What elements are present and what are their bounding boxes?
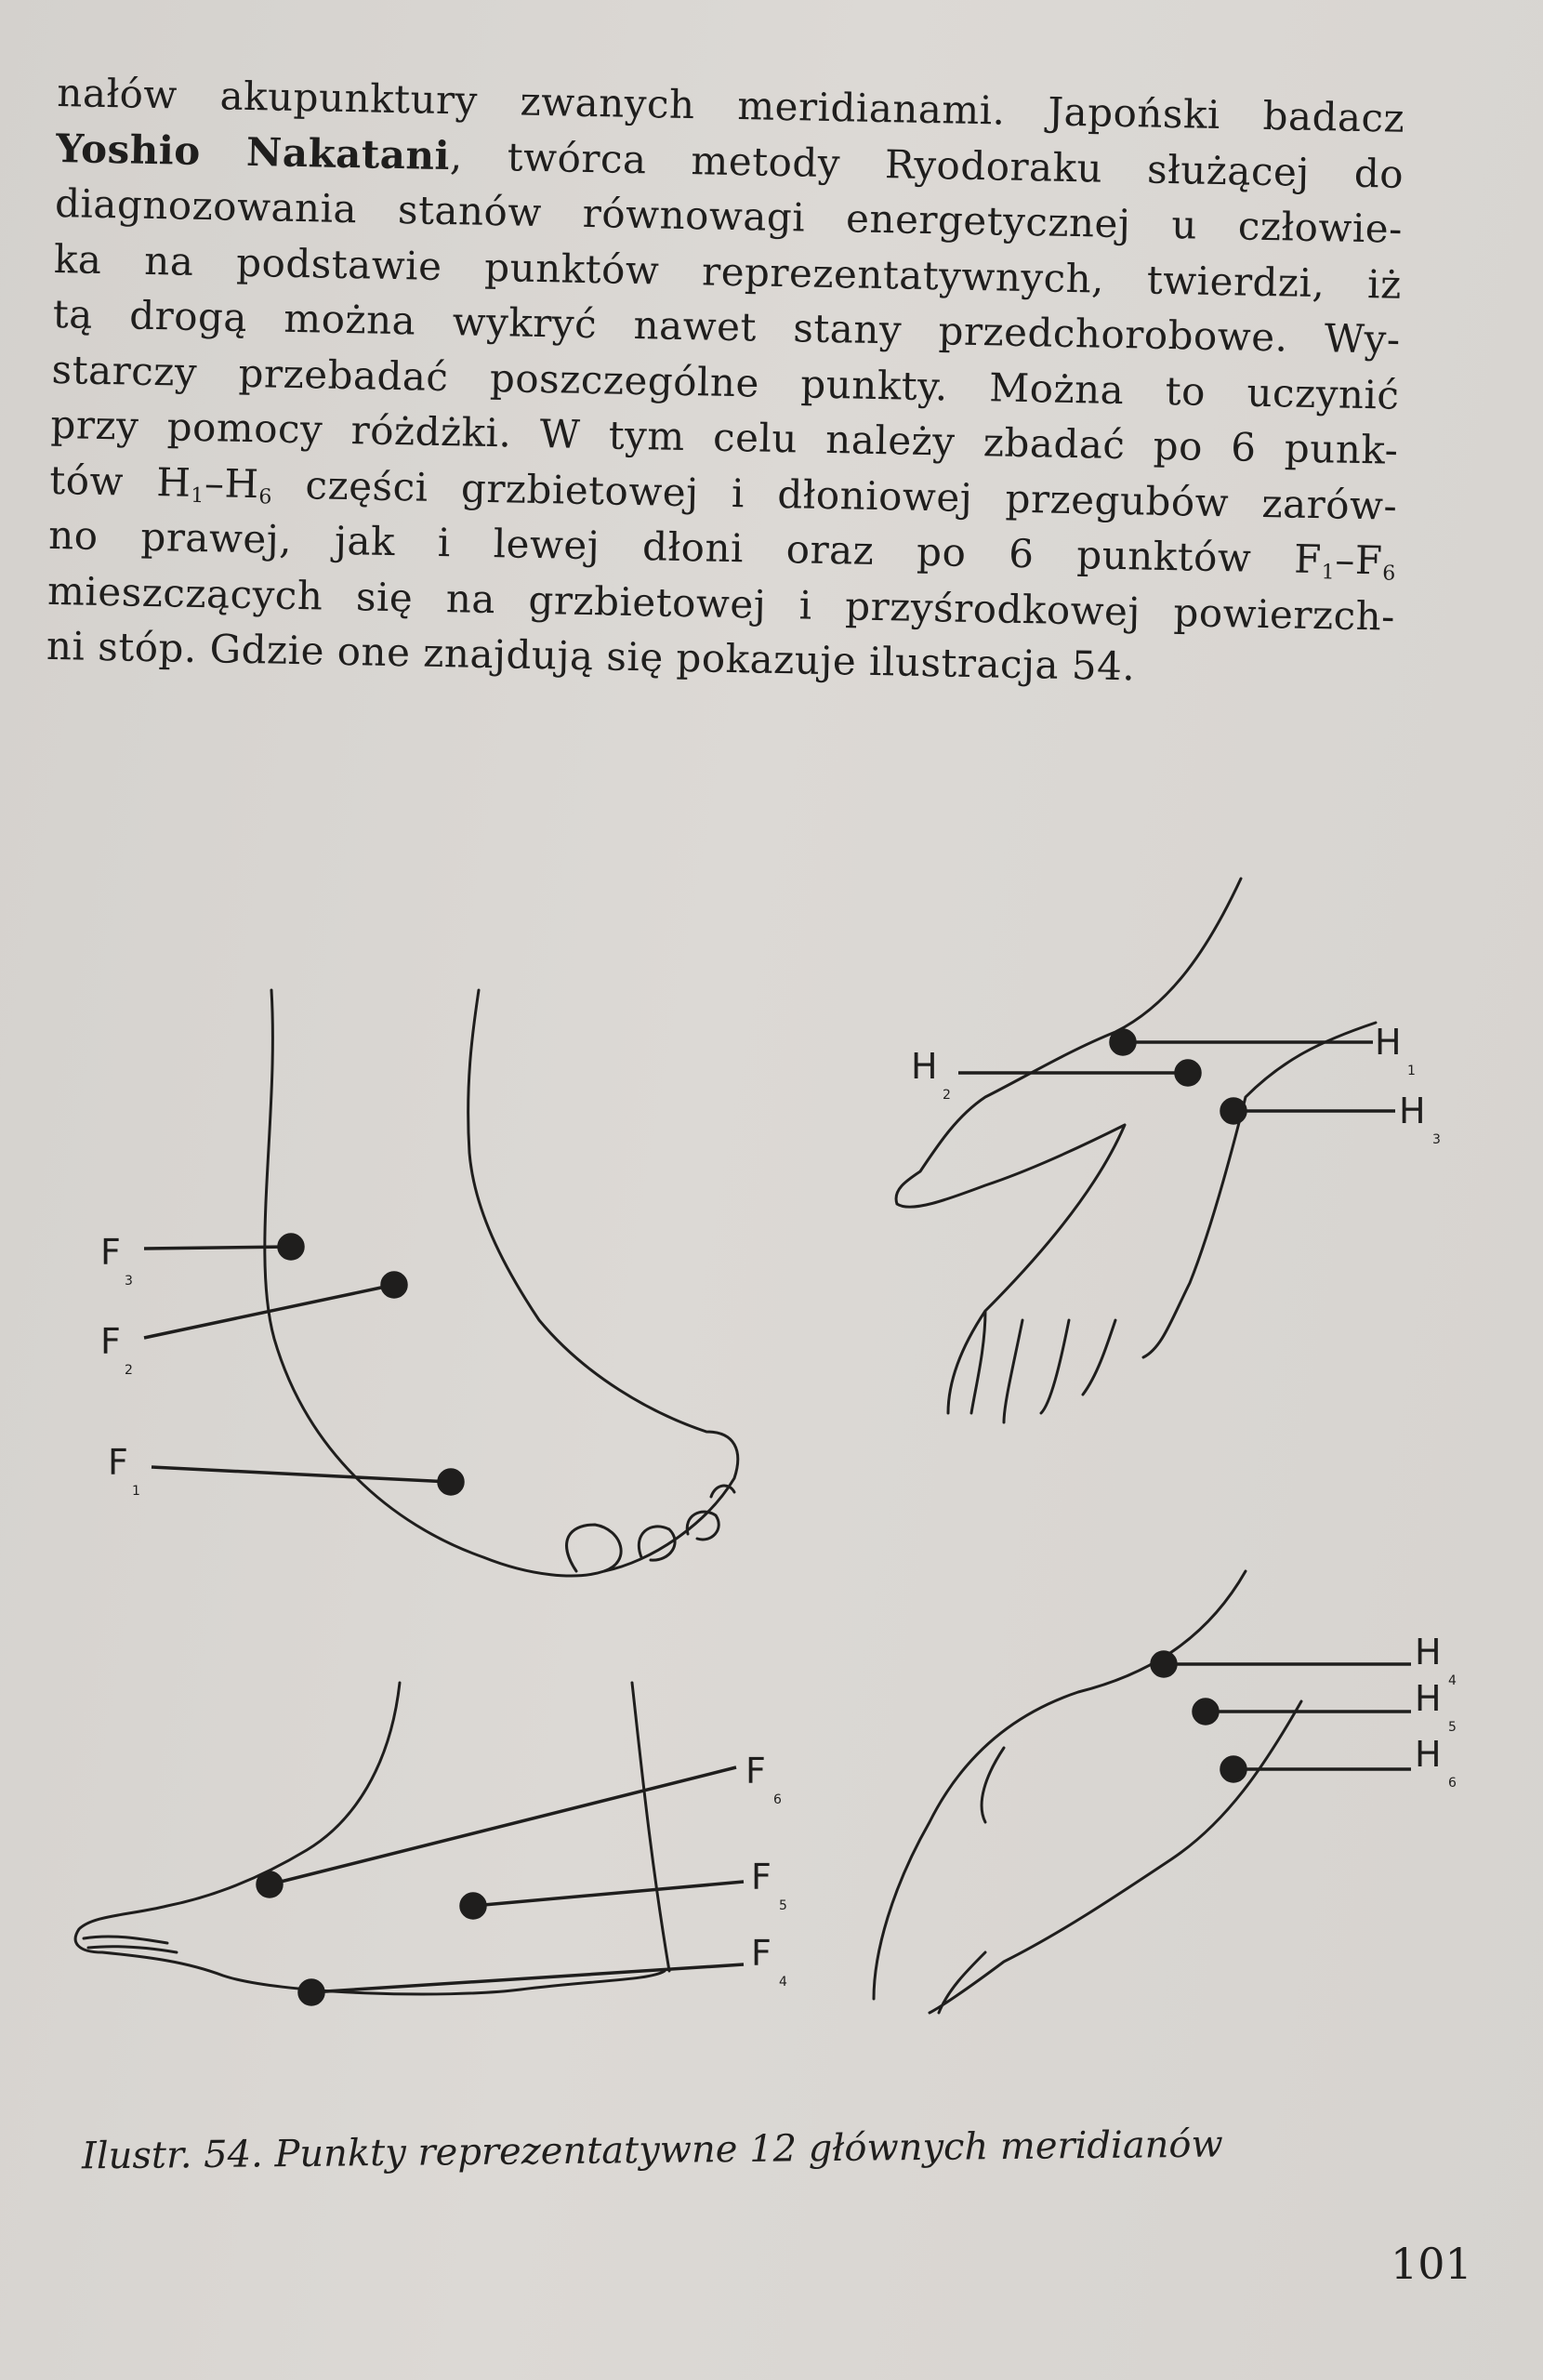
label-F6: F	[745, 1751, 766, 1792]
label-subscript: 6	[773, 1792, 782, 1807]
label-subscript: 1	[132, 1484, 140, 1499]
point-H4	[1150, 1650, 1178, 1678]
point-F1	[437, 1468, 465, 1496]
label-H6: H	[1415, 1734, 1442, 1775]
label-subscript: 5	[779, 1898, 787, 1913]
palm-hand-outline	[894, 877, 1378, 1424]
back-hand-outline	[872, 1569, 1303, 2015]
label-subscript: 2	[125, 1363, 133, 1378]
point-F6	[256, 1871, 284, 1898]
toes	[565, 1484, 736, 1573]
point-H6	[1220, 1755, 1247, 1783]
label-F1: F	[108, 1442, 128, 1483]
label-H4: H	[1415, 1632, 1442, 1673]
point-F2	[380, 1271, 408, 1299]
label-subscript: 4	[1448, 1673, 1457, 1688]
point-F4	[297, 1978, 325, 2006]
label-F2: F	[100, 1321, 121, 1362]
point-H1	[1109, 1028, 1137, 1056]
point-H3	[1220, 1097, 1247, 1125]
page-number: 101	[1391, 2239, 1472, 2289]
label-H1: H	[1375, 1022, 1402, 1063]
label-subscript: 2	[943, 1088, 951, 1103]
point-F5	[459, 1892, 487, 1920]
point-H5	[1192, 1698, 1220, 1726]
foot-side-outline	[263, 988, 740, 1578]
point-markers	[143, 1028, 1411, 2006]
label-subscript: 3	[125, 1274, 133, 1289]
label-F3: F	[100, 1232, 121, 1273]
point-labels: F3 F2 F1 F6 F5 F4 H2 H1 H3 H4 H5 H6	[100, 1022, 1457, 1990]
label-subscript: 5	[1448, 1720, 1457, 1735]
label-H3: H	[1399, 1091, 1426, 1131]
point-F3	[277, 1233, 305, 1261]
label-subscript: 6	[1448, 1776, 1457, 1791]
label-subscript: 1	[1407, 1064, 1416, 1078]
foot-inner-outline	[73, 1681, 671, 1996]
toes	[82, 1935, 178, 1954]
label-subscript: 3	[1432, 1132, 1441, 1147]
label-F4: F	[751, 1933, 772, 1974]
label-H5: H	[1415, 1678, 1442, 1719]
label-H2: H	[911, 1046, 938, 1087]
label-subscript: 4	[779, 1975, 787, 1990]
label-F5: F	[751, 1857, 772, 1897]
point-H2	[1174, 1059, 1202, 1087]
outline-drawings	[73, 877, 1378, 2015]
